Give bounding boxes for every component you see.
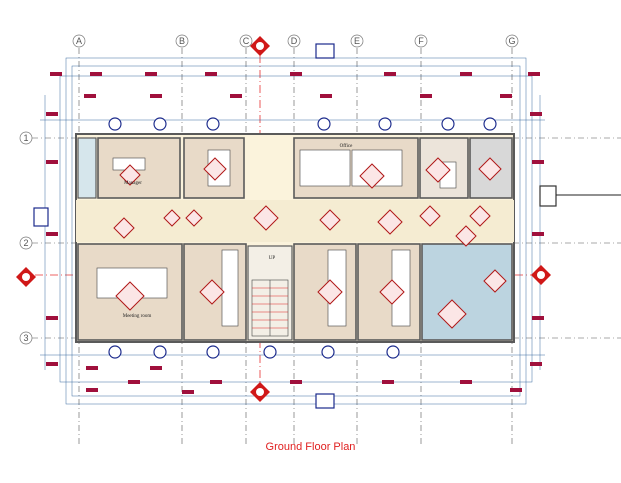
- door-tag-icons: [108, 117, 497, 359]
- grid-col-label: E: [354, 36, 360, 46]
- grid-col-label: C: [243, 36, 250, 46]
- grid-col-label: A: [76, 36, 82, 46]
- section-marker-icon: [16, 36, 551, 402]
- grid-col-label: B: [179, 36, 185, 46]
- room-label-meeting: Meeting room: [123, 314, 152, 319]
- stair-icon: [251, 279, 289, 337]
- room-label-office: Office: [340, 144, 353, 149]
- grid-col-label: G: [508, 36, 515, 46]
- grid-row-label: 3: [23, 333, 28, 343]
- grid-row-label: 2: [23, 238, 28, 248]
- stair-label: UP: [269, 256, 276, 261]
- furniture-tag-icons: [113, 157, 507, 329]
- grid-col-label: F: [418, 36, 424, 46]
- grid-bubbles: [19, 34, 519, 345]
- window-tag-icons: [46, 72, 544, 394]
- grid-col-label: D: [291, 36, 298, 46]
- elevation-marker-icon: [33, 43, 557, 409]
- room-label-manager: Manager: [124, 181, 142, 186]
- grid-row-label: 1: [23, 133, 28, 143]
- drawing-title: Ground Floor Plan: [265, 441, 356, 453]
